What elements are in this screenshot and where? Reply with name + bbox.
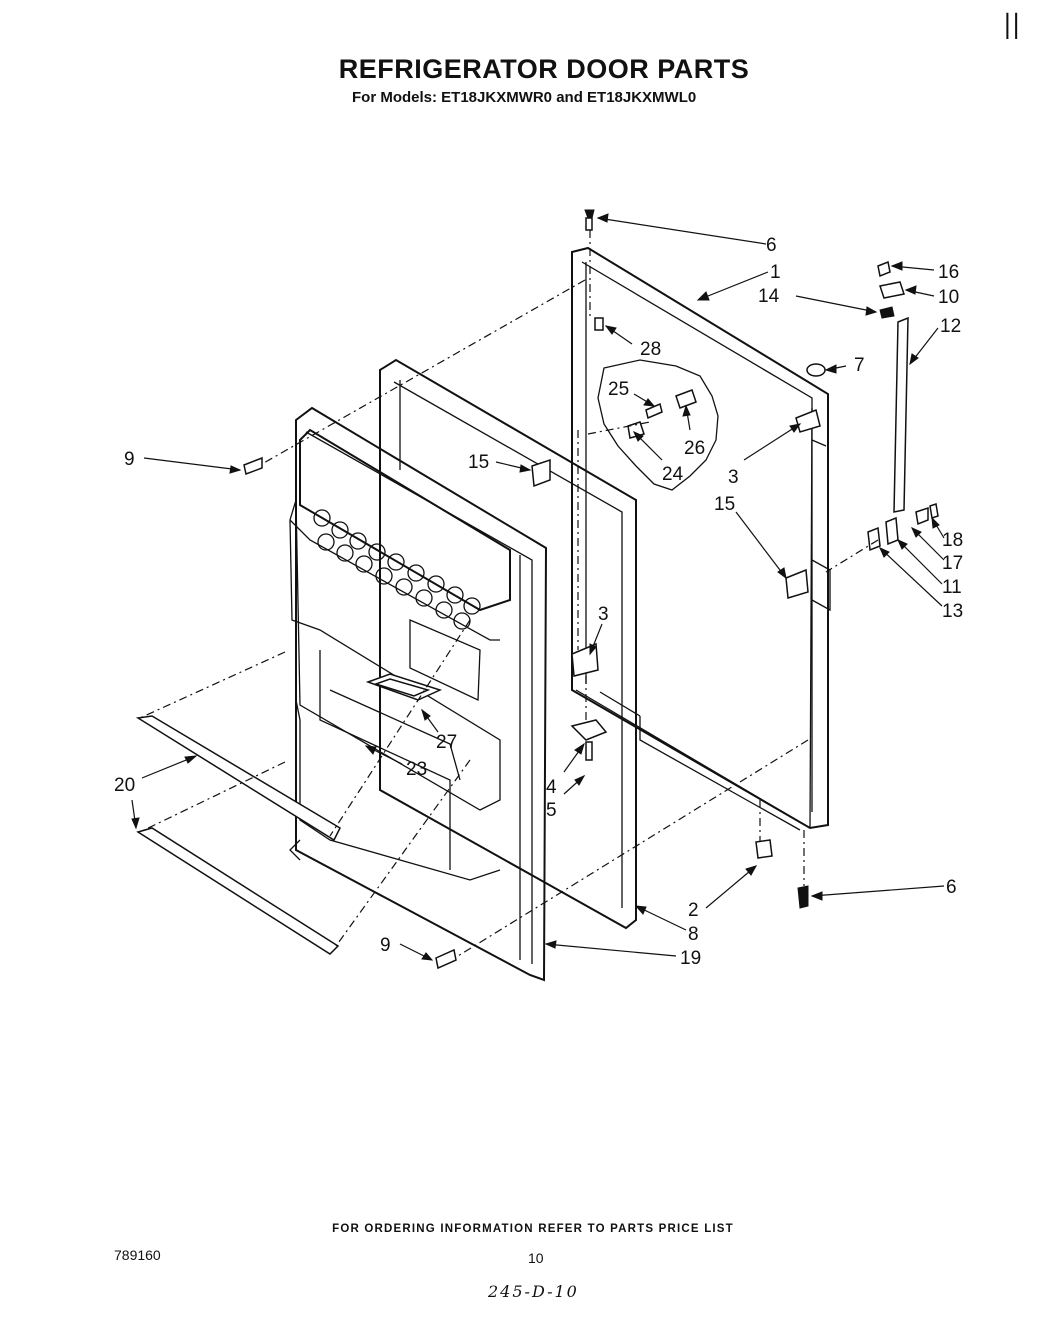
callout-9-upper: 9 <box>124 449 135 470</box>
callout-7: 7 <box>854 355 865 376</box>
callout-3-lower: 3 <box>598 604 609 625</box>
ordering-info-note: FOR ORDERING INFORMATION REFER TO PARTS … <box>332 1223 734 1235</box>
corner-mark: || <box>1003 10 1021 40</box>
callout-2: 2 <box>688 900 699 921</box>
callout-27: 27 <box>436 732 457 753</box>
callout-3-upper: 3 <box>728 467 739 488</box>
callout-28: 28 <box>640 339 661 360</box>
callout-23: 23 <box>406 759 427 780</box>
callout-20: 20 <box>114 775 135 796</box>
callout-19: 19 <box>680 948 701 969</box>
callout-6-top: 6 <box>766 235 777 256</box>
callout-9-lower: 9 <box>380 935 391 956</box>
handwritten-note: 245-D-10 <box>488 1282 579 1301</box>
callout-16: 16 <box>938 262 959 283</box>
door-gasket <box>295 406 548 982</box>
door-liner <box>379 358 637 930</box>
page-subtitle: For Models: ET18JKXMWR0 and ET18JKXMWL0 <box>352 89 697 106</box>
callout-17: 17 <box>942 553 963 574</box>
butter-compartment-door <box>365 673 443 701</box>
callout-13: 13 <box>942 601 963 622</box>
callout-labels: 6 1 16 10 14 12 28 7 25 26 24 3 9 15 15 … <box>114 235 963 969</box>
outer-door-panel <box>571 246 831 831</box>
callout-15-left: 15 <box>468 452 489 473</box>
callout-6-bottom: 6 <box>946 877 957 898</box>
callout-14: 14 <box>758 286 780 307</box>
callout-10: 10 <box>938 287 959 308</box>
document-number: 789160 <box>114 1247 161 1263</box>
callout-25: 25 <box>608 379 629 400</box>
page-number: 10 <box>528 1250 544 1266</box>
egg-tray <box>313 509 481 630</box>
leader-lines <box>131 213 945 961</box>
callout-8: 8 <box>688 924 699 945</box>
door-shelf-bars <box>135 715 341 955</box>
hardware-parts <box>243 209 939 970</box>
cutaway-inset <box>597 359 719 491</box>
door-handle <box>893 316 909 513</box>
callout-18: 18 <box>942 530 963 551</box>
callout-5: 5 <box>546 800 557 821</box>
construction-lines <box>139 230 879 957</box>
callout-12: 12 <box>940 316 961 337</box>
callout-26: 26 <box>684 438 705 459</box>
inner-liner <box>289 428 511 881</box>
callout-24: 24 <box>662 464 684 485</box>
callout-4: 4 <box>546 777 557 798</box>
callout-11: 11 <box>942 577 962 598</box>
callout-15-right: 15 <box>714 494 735 515</box>
page-title: REFRIGERATOR DOOR PARTS <box>338 54 750 84</box>
callout-1: 1 <box>770 262 781 283</box>
